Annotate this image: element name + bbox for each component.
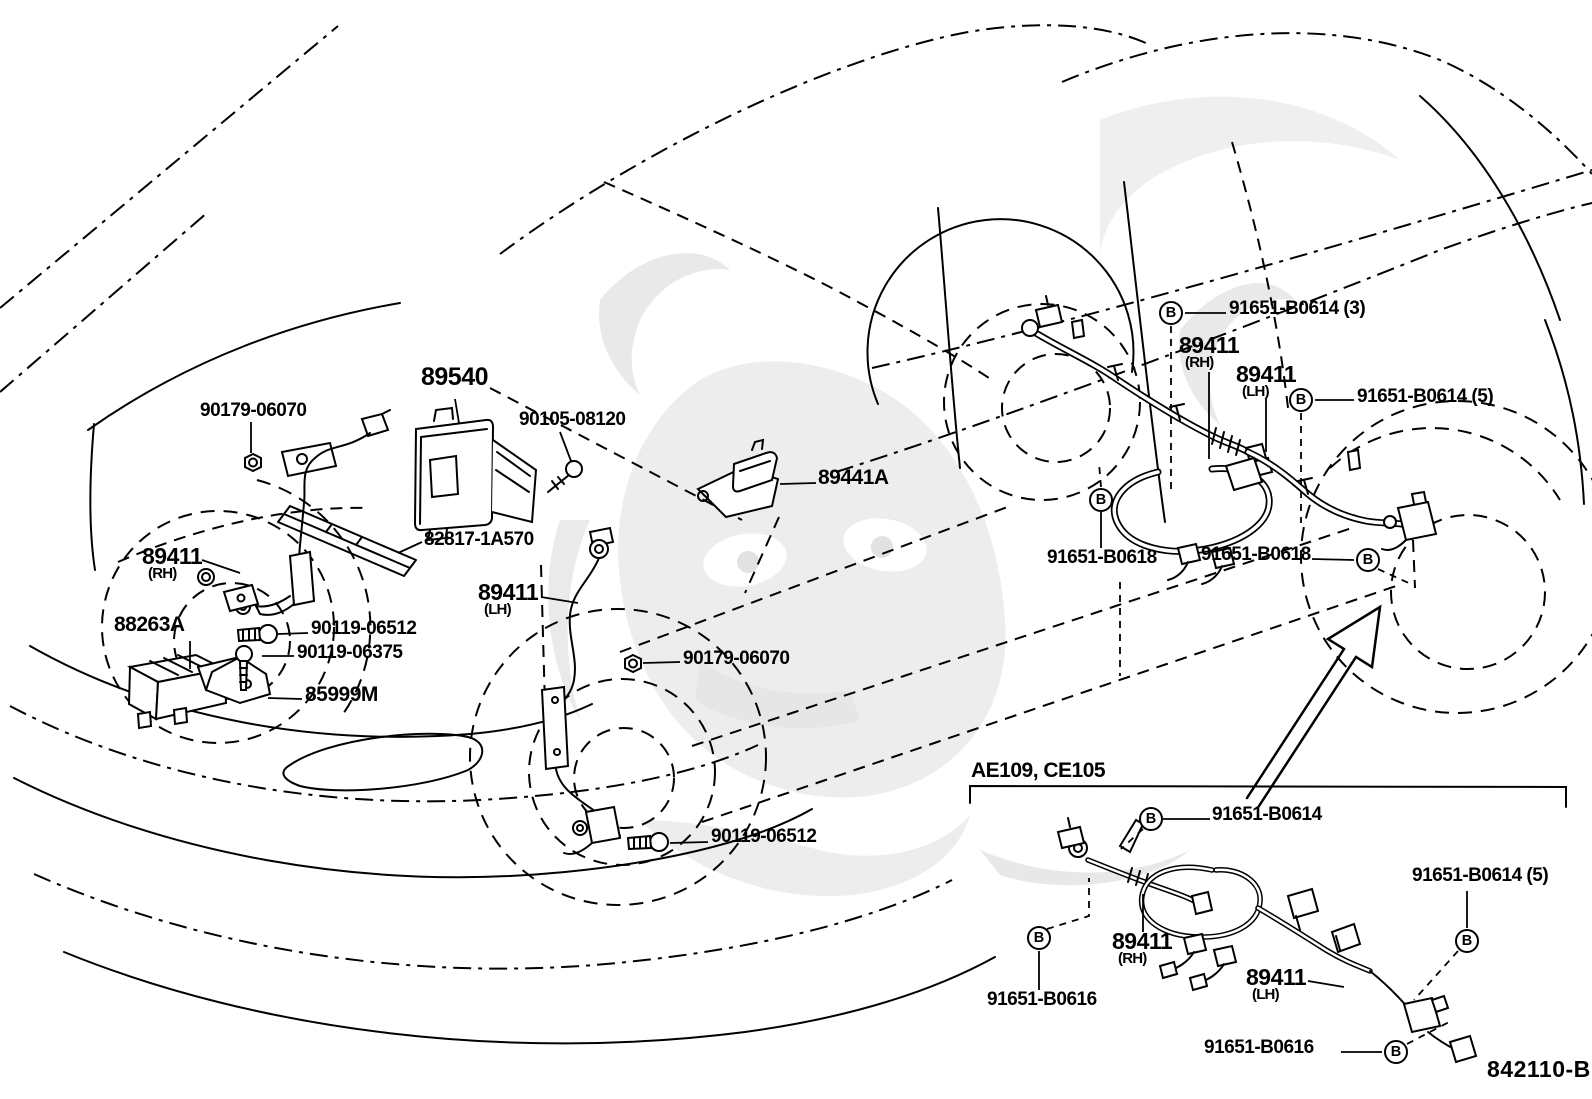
- label-91651-b0614-3: 91651-B0614 (3): [1229, 298, 1366, 319]
- front-rh-speed-sensor-drawing: [197, 409, 391, 616]
- front-lh-speed-sensor-drawing: [540, 526, 622, 855]
- inset-lh-sensor-drawing: [1138, 864, 1478, 1064]
- bolt-symbol-b-inset-left: B: [1027, 926, 1051, 950]
- label-91651-b0614-5-inset: 91651-B0614 (5): [1412, 865, 1549, 886]
- label-91651-b0616-left-inset: 91651-B0616: [987, 989, 1097, 1010]
- bolt-symbol-b-inset-top: B: [1139, 807, 1163, 831]
- deceleration-sensor-drawing: [696, 438, 780, 519]
- bolt-symbol-b-inset-right: B: [1455, 929, 1479, 953]
- nut-90179-06070-front: [244, 452, 262, 473]
- screw-90119-06375: [235, 645, 253, 691]
- label-82817-1a570: 82817-1A570: [424, 529, 534, 550]
- label-90119-06512-lower: 90119-06512: [711, 826, 817, 847]
- label-89411-lh-front: 89411(LH): [478, 579, 539, 619]
- label-91651-b0614-inset: 91651-B0614: [1212, 804, 1322, 825]
- label-91651-b0614-5: 91651-B0614 (5): [1357, 386, 1494, 407]
- label-91651-b0618-left: 91651-B0618: [1047, 547, 1157, 568]
- label-90119-06512-front: 90119-06512: [311, 618, 417, 639]
- leader-lines: [189, 312, 1468, 1053]
- label-89411-rh-inset: 89411(RH): [1112, 928, 1173, 968]
- label-89411-rh-front: 89411(RH): [142, 543, 203, 583]
- skid-control-ecu-drawing: [413, 406, 538, 542]
- location-arrow: [1245, 604, 1382, 808]
- label-90105-08120: 90105-08120: [519, 409, 626, 430]
- ecu-bracket-rail-drawing: [277, 505, 417, 577]
- label-88263a: 88263A: [114, 613, 185, 636]
- label-85999m: 85999M: [305, 683, 378, 706]
- label-89441a: 89441A: [818, 466, 889, 489]
- screw-90105-08120: [547, 460, 583, 493]
- rear-speed-sensor-harness-drawing: [1021, 295, 1438, 585]
- label-89411-rh-rear: 89411(RH): [1179, 332, 1240, 372]
- label-89540: 89540: [421, 363, 489, 391]
- bolt-symbol-b-inset-bottom: B: [1384, 1040, 1408, 1064]
- bolt-symbol-b-b0618-right: B: [1356, 548, 1380, 572]
- bolt-90119-06512-front: [236, 624, 278, 644]
- drawing-number: 842110-B: [1487, 1056, 1591, 1082]
- nut-90179-06070-center: [624, 653, 642, 674]
- bolt-symbol-b-b0618-left: B: [1089, 488, 1113, 512]
- label-89411-lh-inset: 89411(LH): [1246, 964, 1307, 1004]
- bolt-symbol-b-rear-top: B: [1159, 301, 1183, 325]
- inset-variant-bracket: [969, 784, 1567, 808]
- label-91651-b0618-right: 91651-B0618: [1201, 544, 1311, 565]
- label-91651-b0616-bottom-inset: 91651-B0616: [1204, 1037, 1314, 1058]
- bolt-90119-06512-lower: [626, 832, 669, 852]
- label-90179-06070-front: 90179-06070: [200, 400, 307, 421]
- label-89411-lh-rear: 89411(LH): [1236, 361, 1297, 401]
- label-90179-06070-center: 90179-06070: [683, 648, 790, 669]
- bolt-locator-dashed-lines: [1046, 326, 1459, 1045]
- inset-variant-header: AE109, CE105: [971, 759, 1106, 782]
- label-90119-06375: 90119-06375: [297, 642, 403, 663]
- bolt-symbol-b-rear-right: B: [1289, 388, 1313, 412]
- car-body-line-art: [0, 24, 1592, 1045]
